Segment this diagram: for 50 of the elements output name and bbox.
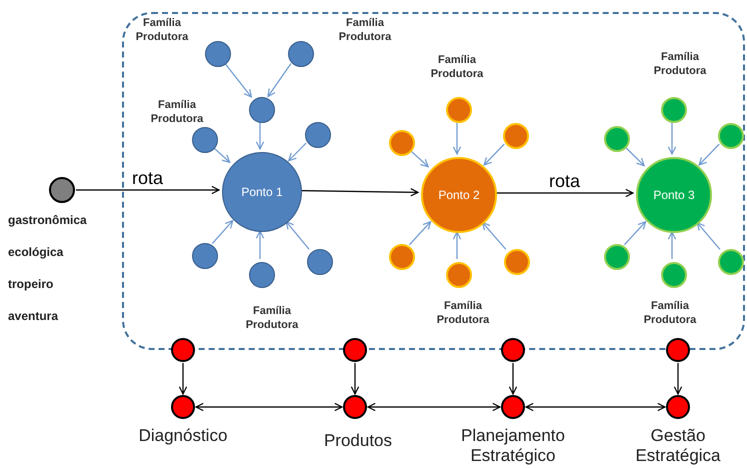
arrow bbox=[256, 122, 264, 150]
family-label: Família Produtora bbox=[642, 299, 698, 327]
family-label: Família Produtora bbox=[244, 304, 300, 332]
arrow bbox=[484, 144, 505, 166]
arrow bbox=[288, 142, 307, 162]
arrow bbox=[452, 231, 462, 259]
arrow bbox=[496, 188, 634, 198]
arrow bbox=[696, 222, 720, 250]
arrow bbox=[674, 363, 682, 395]
arrow bbox=[410, 150, 429, 168]
node-caption: Gestão Estratégica bbox=[634, 426, 722, 466]
arrow bbox=[212, 220, 234, 244]
node-caption: tropeiro bbox=[8, 278, 54, 290]
arrow bbox=[350, 363, 360, 395]
arrow bbox=[224, 62, 252, 98]
arrow bbox=[624, 146, 645, 166]
arrow bbox=[195, 402, 343, 412]
arrow bbox=[452, 122, 462, 155]
node-caption: aventura bbox=[8, 310, 58, 322]
family-label: Família Produtora bbox=[652, 50, 708, 78]
arrow bbox=[668, 231, 676, 259]
point-label: Ponto 3 bbox=[652, 188, 696, 202]
family-label: Família Produtora bbox=[150, 98, 204, 126]
node-caption: Produtos bbox=[322, 431, 394, 451]
arrow bbox=[409, 221, 432, 246]
arrow bbox=[525, 402, 666, 412]
family-label: Família Produtora bbox=[436, 299, 490, 327]
arrow bbox=[698, 144, 720, 166]
arrow bbox=[300, 188, 419, 196]
arrow bbox=[256, 230, 264, 259]
arrow bbox=[508, 363, 518, 395]
arrow bbox=[76, 186, 220, 194]
node-caption: Diagnóstico bbox=[138, 426, 228, 446]
node-caption: Planejamento Estratégico bbox=[460, 426, 566, 466]
dashed-region bbox=[122, 12, 745, 350]
family-label: Família Produtora bbox=[338, 16, 392, 44]
arrow bbox=[482, 222, 506, 250]
arrow bbox=[212, 147, 230, 163]
node-caption: gastronômica bbox=[8, 214, 87, 226]
family-label: Família Produtora bbox=[430, 53, 484, 81]
arrow bbox=[267, 63, 292, 98]
arrow bbox=[367, 402, 501, 412]
arrow bbox=[668, 122, 676, 155]
arrow bbox=[286, 220, 310, 250]
point-label: Ponto 2 bbox=[437, 188, 481, 202]
node-caption: ecológica bbox=[8, 246, 64, 258]
arrow bbox=[178, 363, 188, 395]
point-label: Ponto 1 bbox=[240, 184, 284, 200]
family-label: Família Produtora bbox=[134, 16, 190, 44]
arrow bbox=[624, 221, 646, 246]
